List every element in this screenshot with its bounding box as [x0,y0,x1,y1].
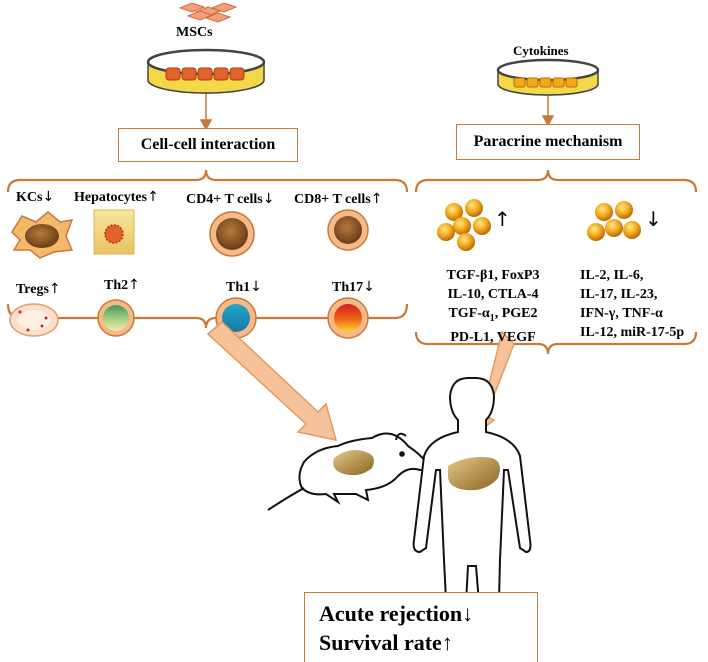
up-arrow-icon: ↑ [494,207,511,231]
cd4-t-cell-icon [209,211,255,257]
kc-cell-icon [11,211,74,259]
up-cytokine-line: TGF-α1, PGE2 [448,306,538,324]
hepatocytes-label: Hepatocytes↑ [74,189,159,205]
cd8-t-cells-label: CD8+ T cells↑ [294,191,383,207]
up-cytokine-line: PD-L1, VEGF [450,329,536,345]
acute-rejection-label: Acute rejection↓ [319,601,474,626]
paracrine-mechanism-label: Paracrine mechanism [473,133,623,150]
up-cytokine-line: TGF-β1, FoxP3 [446,268,540,283]
cytokine-culture-dish-icon [496,58,600,96]
cell-cell-interaction-box: Cell-cell interaction [118,128,298,162]
th1-label: Th1↓ [226,279,262,295]
upregulated-cytokine-list: TGF-β1, FoxP3 IL-10, CTLA-4 TGF-α1, PGE2… [425,266,561,347]
paracrine-mechanism-box: Paracrine mechanism [456,124,640,160]
down-cytokine-line: IL-2, IL-6, [580,268,644,283]
th17-cell-icon [327,297,369,339]
upregulated-cytokines-icon [437,199,491,251]
human-liver-icon [448,457,500,491]
cd8-t-cell-icon [327,209,369,251]
tregs-label: Tregs↑ [16,281,61,297]
dish-to-box-arrows [199,94,555,131]
down-cytokine-line: IL-17, IL-23, [580,287,658,302]
down-cytokine-line: IFN-γ, TNF-α [580,306,663,321]
down-arrow-icon: ↓ [645,207,662,231]
hepatocyte-cell-icon [93,209,135,255]
cell-cell-interaction-label: Cell-cell interaction [140,136,276,153]
rat-liver-icon [333,450,374,476]
msc-cluster-icon [178,2,238,23]
th2-label: Th2↑ [104,277,140,293]
cytokines-label: Cytokines [513,43,569,58]
kcs-label: KCs↓ [16,189,55,205]
th17-label: Th17↓ [332,279,375,295]
up-cytokine-line: IL-10, CTLA-4 [447,287,539,302]
outcome-box: Acute rejection↓ Survival rate↑ [304,592,538,662]
human-figure-icon [412,377,532,641]
cd4-t-cells-label: CD4+ T cells↓ [186,191,275,207]
downregulated-cytokines-icon [587,201,641,241]
msc-label: MSCs [176,25,213,40]
msc-culture-dish-icon [146,48,266,94]
down-cytokine-line: IL-12, miR-17-5p [580,325,685,340]
downregulated-cytokine-list: IL-2, IL-6, IL-17, IL-23, IFN-γ, TNF-α I… [580,266,684,342]
survival-rate-label: Survival rate↑ [319,630,453,655]
left-big-arrow [206,320,338,441]
treg-cell-icon [9,303,59,337]
th2-cell-icon [97,299,135,337]
